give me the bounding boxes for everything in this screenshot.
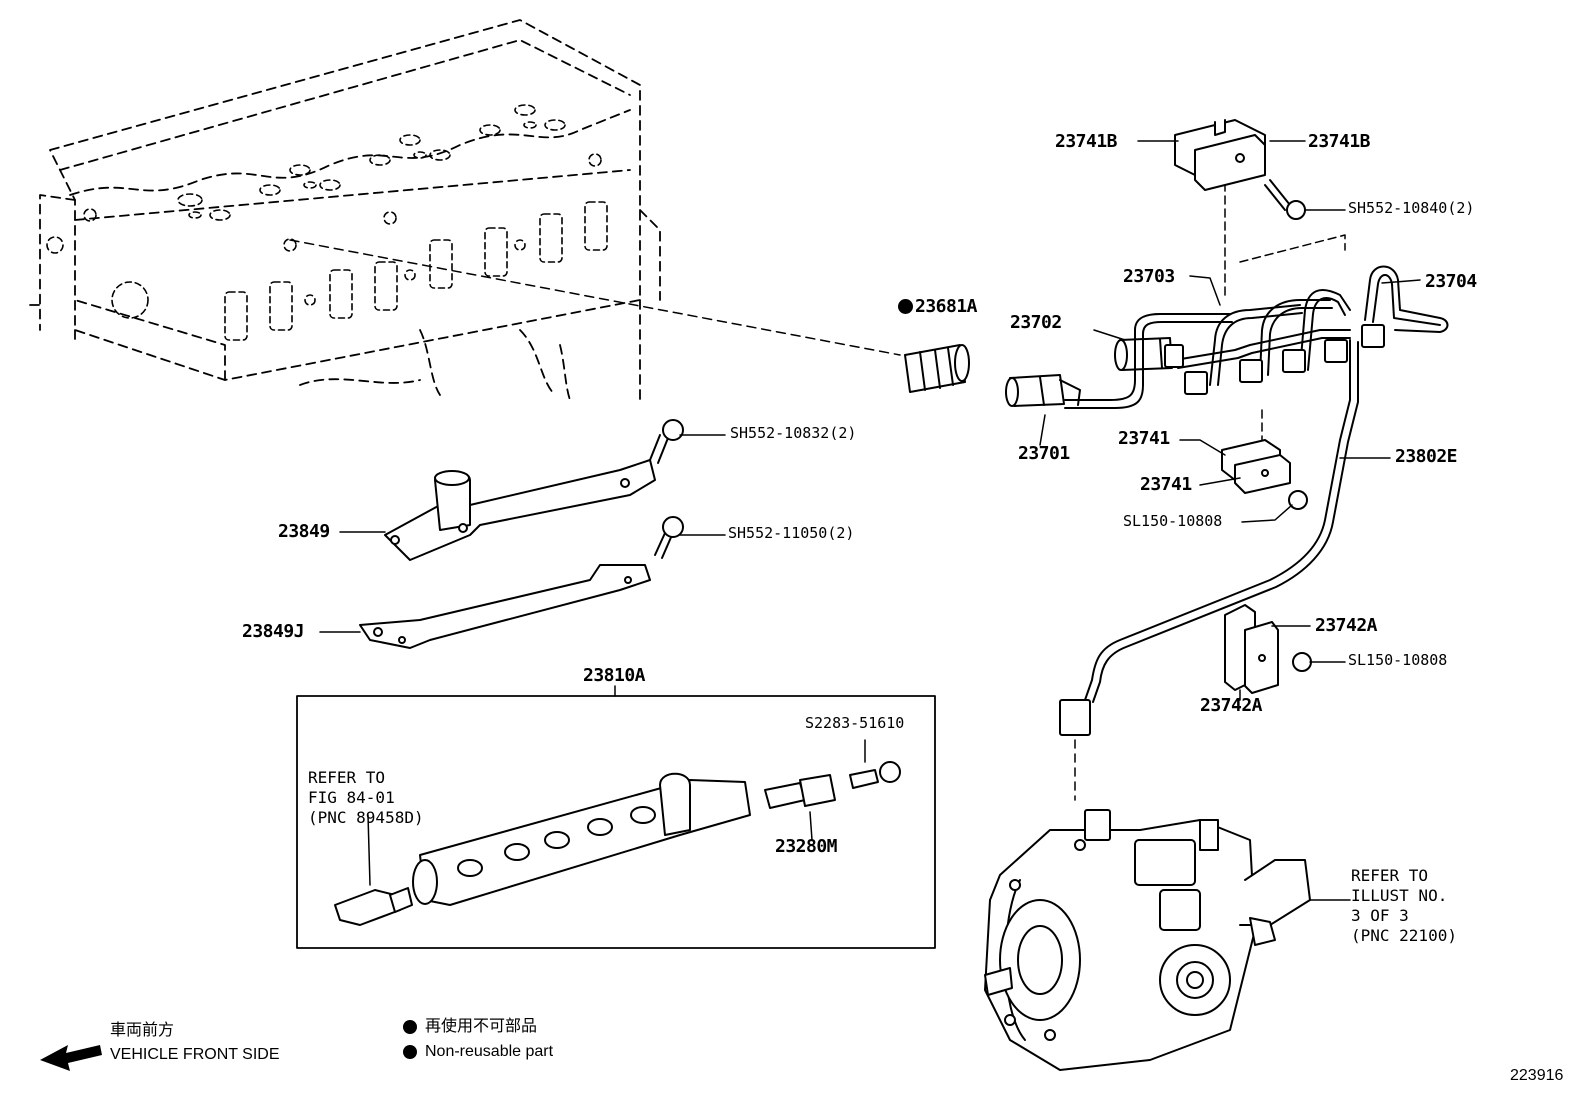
label-s2283-51610[interactable]: S2283-51610: [805, 714, 905, 732]
23280M-leader: [809, 811, 813, 841]
label-sh552-10832[interactable]: SH552-10832(2): [730, 424, 857, 442]
pipe-nuts: [1059, 324, 1385, 736]
nut-sl150-a-drawing: [1288, 490, 1308, 510]
label-sl150-10808-a[interactable]: SL150-10808: [1123, 512, 1223, 530]
alignment-line: [289, 239, 901, 356]
legend-dot-icon: [403, 1019, 417, 1034]
label-sl150-10808-b[interactable]: SL150-10808: [1348, 651, 1448, 669]
bolt-10832-drawing: [649, 419, 684, 464]
bracket-23849-drawing: [384, 459, 656, 561]
legend-dot-icon: [403, 1044, 417, 1059]
label-23741-b[interactable]: 23741: [1140, 474, 1192, 495]
common-rail-drawing: [412, 772, 751, 906]
label-23741B-right[interactable]: 23741B: [1308, 131, 1371, 152]
refer-illust-note: REFER TO ILLUST NO. 3 OF 3 (PNC 22100): [1351, 866, 1457, 945]
front-arrow-icon: [40, 1045, 102, 1071]
cylinder-head-ports: [46, 104, 608, 341]
bolt-10840-drawing: [1264, 179, 1306, 220]
label-23704[interactable]: 23704: [1425, 271, 1477, 292]
refer-fig-note: REFER TO FIG 84-01 (PNC 89458D): [308, 768, 424, 827]
nut-sl150-b-drawing: [1292, 652, 1312, 672]
non-reusable-dot-icon: [898, 299, 913, 314]
label-23849J[interactable]: 23849J: [242, 621, 305, 642]
label-23742A-a[interactable]: 23742A: [1315, 615, 1378, 636]
bracket-23849J-drawing: [359, 564, 651, 649]
label-23681A-text: 23681A: [915, 296, 978, 317]
label-23849[interactable]: 23849: [278, 521, 330, 542]
label-sh552-11050[interactable]: SH552-11050(2): [728, 524, 855, 542]
label-23280M[interactable]: 23280M: [775, 836, 838, 857]
label-23741B-left[interactable]: 23741B: [1055, 131, 1118, 152]
label-23702[interactable]: 23702: [1010, 312, 1062, 333]
nonreusable-text-jp: 再使用不可部品: [425, 1018, 538, 1035]
pressure-limiter-drawing: [764, 761, 901, 809]
pipe-bundle-dash: [1239, 234, 1346, 263]
label-sh552-10840[interactable]: SH552-10840(2): [1348, 199, 1475, 217]
label-23741-a[interactable]: 23741: [1118, 428, 1170, 449]
nonreusable-legend-en: Non-reusable part: [403, 1044, 553, 1060]
nonreusable-legend-jp: 再使用不可部品: [403, 1019, 537, 1035]
clamp-23741B-drawing: [1174, 119, 1266, 191]
label-23810A[interactable]: 23810A: [583, 665, 646, 686]
sensor-23701-drawing: [1005, 374, 1081, 407]
label-23742A-b[interactable]: 23742A: [1200, 695, 1263, 716]
nonreusable-text-en: Non-reusable part: [425, 1043, 554, 1060]
supply-pump-drawing: [984, 809, 1311, 1071]
label-23802E[interactable]: 23802E: [1395, 446, 1458, 467]
injection-pipes: [1064, 265, 1449, 703]
rail-sensor-drawing: [334, 887, 413, 926]
label-23681A[interactable]: 23681A: [898, 296, 978, 317]
rail-assembly-box: [296, 695, 936, 949]
clamp-23741-drawing: [1221, 439, 1291, 494]
clamp-23742A-drawing: [1224, 604, 1279, 694]
figure-number: 223916: [1510, 1067, 1564, 1084]
label-leaders: [319, 140, 1421, 701]
direction-label-jp: 車両前方: [110, 1022, 175, 1039]
refer-fig-leader: [367, 814, 371, 886]
label-23703[interactable]: 23703: [1123, 266, 1175, 287]
direction-label-en: VEHICLE FRONT SIDE: [110, 1046, 280, 1063]
connector-23681A-drawing: [904, 344, 970, 393]
label-23701[interactable]: 23701: [1018, 443, 1070, 464]
cylinder-head-illustration: [29, 19, 661, 401]
bolt-11050-drawing: [654, 516, 684, 559]
